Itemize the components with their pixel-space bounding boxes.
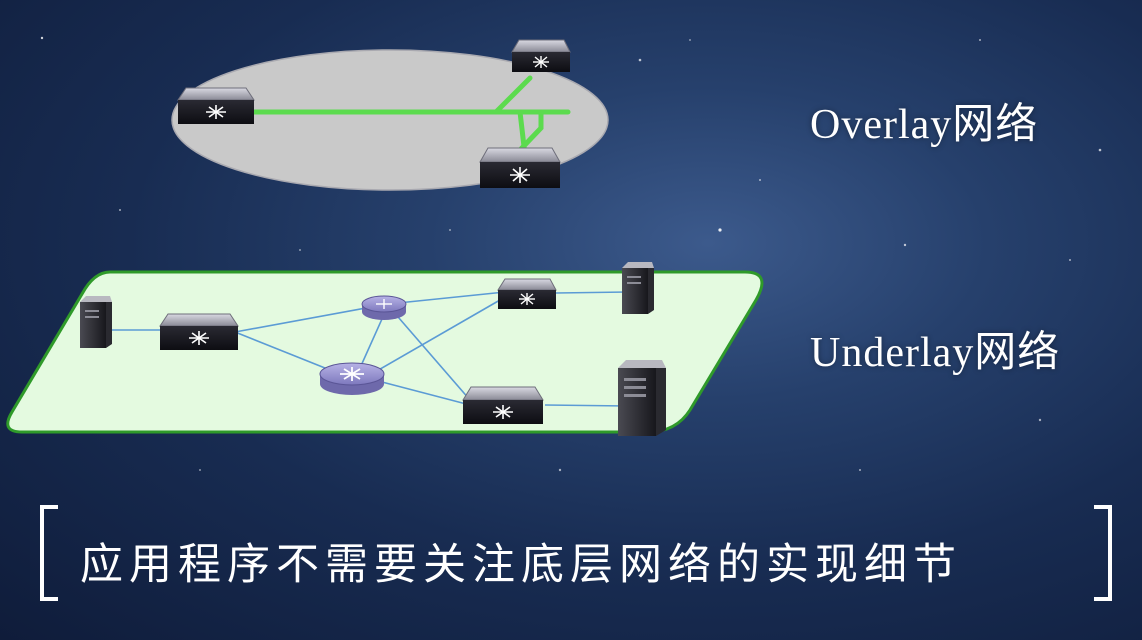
router-icon (361, 295, 407, 320)
server-icon (622, 262, 654, 314)
server-icon (80, 296, 112, 348)
switch-icon (479, 147, 561, 188)
underlay-network-label: Underlay网络 (810, 330, 1061, 376)
switch-icon (497, 278, 557, 309)
switch-icon (511, 39, 571, 72)
overlay-network-label: Overlay网络 (810, 102, 1039, 148)
star-field (40, 36, 1102, 472)
switch-icon (462, 386, 544, 424)
underlay-network (6, 270, 764, 434)
server-icon (618, 360, 666, 436)
switch-icon (177, 87, 255, 124)
switch-icon (159, 313, 239, 350)
left-bracket (40, 505, 58, 601)
caption-text: 应用程序不需要关注底层网络的实现细节 (80, 540, 962, 590)
router-icon (319, 362, 385, 395)
right-bracket (1094, 505, 1112, 601)
